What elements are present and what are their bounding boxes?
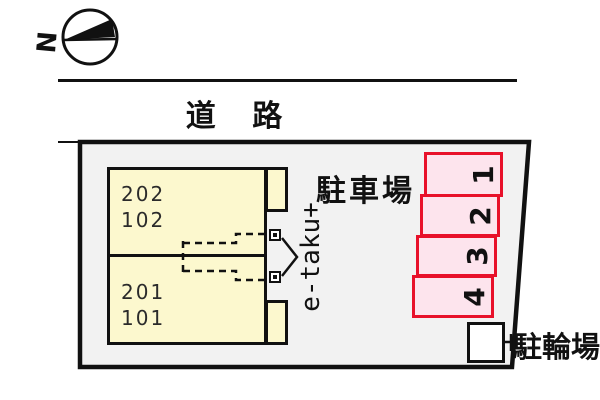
entry-marker-dot <box>273 275 277 279</box>
balcony-bottom <box>265 300 288 345</box>
entry-marker-dot <box>273 233 277 237</box>
entry-marker-lower <box>269 271 281 283</box>
parking-space-4: 4 <box>412 275 494 318</box>
road-label: 道 路 <box>185 99 285 134</box>
entry-marker-upper <box>269 229 281 241</box>
parking-space-number: 3 <box>461 246 494 266</box>
parking-space-number: 2 <box>464 205 497 226</box>
unit-number: 102 <box>121 208 166 232</box>
unit-label-lower: 201 101 <box>121 279 165 331</box>
unit-number: 202 <box>121 182 166 206</box>
road-line <box>58 79 517 82</box>
unit-number: 201 <box>121 280 166 304</box>
brand-label: e-taku+ <box>296 202 326 312</box>
parking-space-number: 1 <box>467 164 500 185</box>
parking-space-2: 2 <box>420 194 500 237</box>
unit-label-upper: 202 102 <box>121 181 165 233</box>
parking-space-1: 1 <box>424 152 503 197</box>
balcony-top <box>265 167 288 212</box>
parking-area-label: 駐車場 <box>316 174 415 209</box>
unit-divider <box>107 254 267 257</box>
parking-space-number: 4 <box>458 286 491 307</box>
bicycle-area-label: 駐輪場 <box>513 330 600 364</box>
north-label: N <box>28 29 61 55</box>
unit-number: 101 <box>121 306 166 330</box>
parking-space-3: 3 <box>416 235 497 277</box>
bicycle-shed <box>467 322 505 363</box>
